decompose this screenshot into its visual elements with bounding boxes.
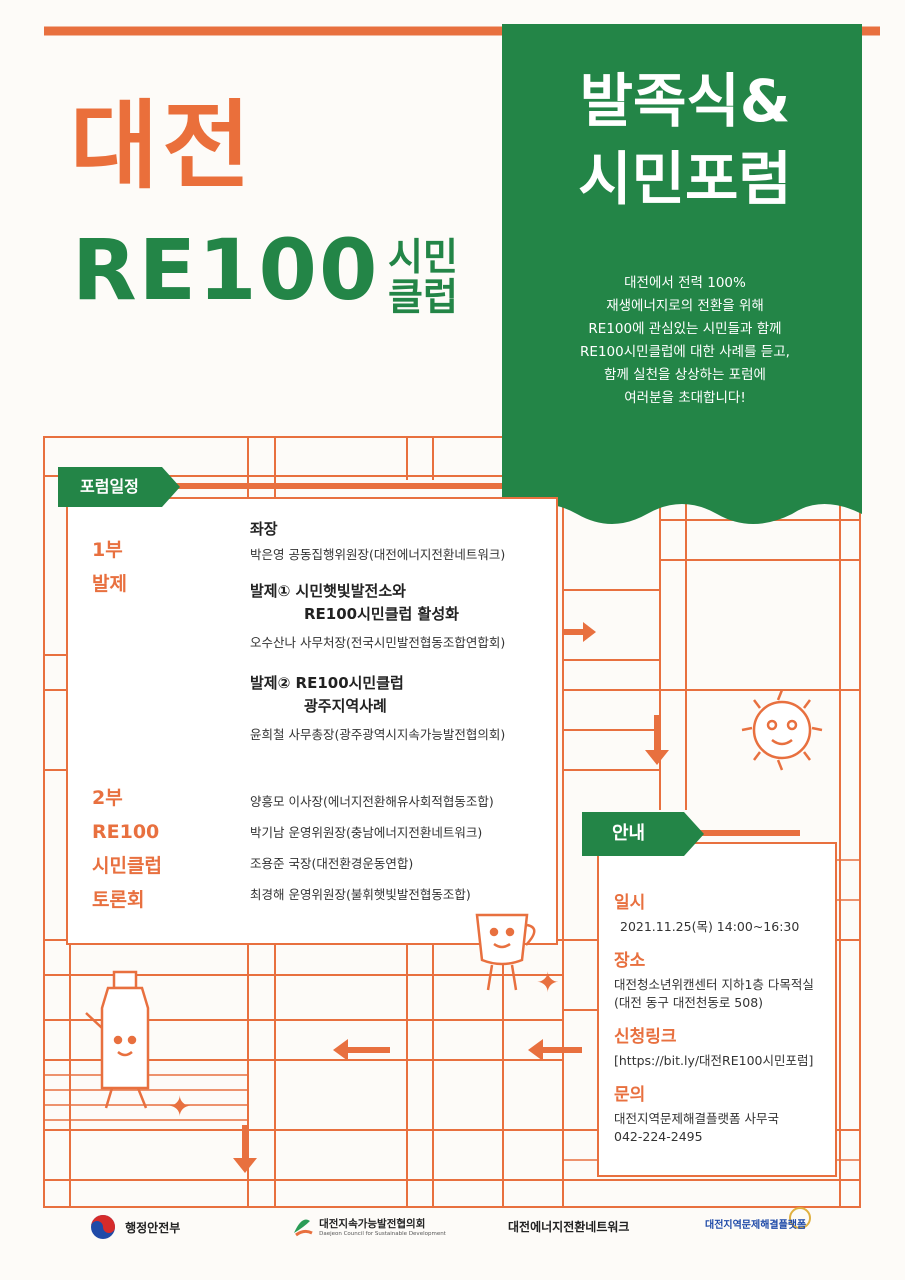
place-value-1: 대전청소년위캔센터 지하1층 다목적실 — [614, 977, 814, 992]
info-card — [597, 842, 837, 1177]
footer-logo4-text: 대전지역문제해결플랫폼 — [705, 1220, 807, 1231]
green-banner — [502, 24, 862, 524]
talk2-title-a: 발제② RE100시민클럽 — [250, 674, 404, 692]
part2-label: 2부 RE100 시민클럽 토론회 — [92, 787, 162, 911]
sparkle-icon-2: ✦ — [168, 1090, 192, 1123]
contact-value-1: 대전지역문제해결플랫폼 사무국 — [614, 1111, 779, 1126]
part1-content: 좌장 박은영 공동집행위원장(대전에너지전환네트워크) 발제① 시민햇빛발전소와… — [250, 518, 550, 744]
date-heading: 일시 — [614, 893, 646, 913]
footer-logo-mois: 행정안전부 — [90, 1214, 180, 1240]
cup-character-icon — [475, 913, 536, 991]
banner-description: 대전에서 전력 100% 재생에너지로의 전환을 위해 RE100에 관심있는 … — [580, 275, 790, 406]
panelist-4: 최경해 운영위원장(불휘햇빛발전협동조합) — [250, 887, 471, 902]
panelist-3: 조용준 국장(대전환경운동연합) — [250, 856, 414, 871]
footer-logo1-text: 행정안전부 — [125, 1220, 181, 1235]
sun-character-icon — [741, 689, 823, 771]
sparkle-icon: ✦ — [536, 966, 560, 999]
link-heading: 신청링크 — [614, 1027, 677, 1047]
council-leaf-icon — [294, 1219, 313, 1237]
footer-logo-council: 대전지속가능발전협의회 Daejeon Council for Sustaina… — [290, 1213, 446, 1239]
link-value[interactable]: [https://bit.ly/대전RE100시민포럼] — [614, 1053, 814, 1068]
part2-panelists: 양흥모 이사장(에너지전환해유사회적협동조합) 박기남 운영위원장(충남에너지전… — [250, 793, 550, 904]
schedule-card — [66, 497, 558, 945]
title-citizen-club: 시민 클럽 — [388, 235, 458, 319]
title-sub-line1: 시민 — [388, 235, 458, 279]
info-content: 일시 2021.11.25(목) 14:00~16:30 장소 대전청소년위캔센… — [614, 892, 832, 1146]
footer-logo2-sub: Daejeon Council for Sustainable Developm… — [319, 1230, 446, 1237]
panelist-1: 양흥모 이사장(에너지전환해유사회적협동조합) — [250, 794, 494, 809]
schedule-tag: 포럼일정 — [80, 477, 139, 496]
talk1-speaker: 오수산나 사무처장(전국시민발전협동조합연합회) — [250, 635, 506, 650]
platform-logo-icon — [789, 1207, 811, 1229]
title-re100: RE100 — [72, 221, 380, 319]
schedule-tag-shape — [58, 467, 180, 507]
talk2-speaker: 윤희철 사무총장(광주광역시지속가능발전협의회) — [250, 727, 506, 742]
panelist-2: 박기남 운영위원장(충남에너지전환네트워크) — [250, 825, 483, 840]
bottle-character-icon — [85, 970, 150, 1109]
talk2-title-b: 광주지역사례 — [304, 697, 387, 715]
banner-line2: 시민포럼 — [578, 145, 792, 214]
place-value-2: (대전 동구 대전천동로 508) — [614, 995, 764, 1010]
contact-heading: 문의 — [614, 1085, 646, 1105]
chair-name: 박은영 공동집행위원장(대전에너지전환네트워크) — [250, 547, 506, 562]
part1-label: 1부 발제 — [92, 539, 127, 595]
footer-logo-energy-network: 대전에너지전환네트워크 — [508, 1220, 630, 1234]
banner-line1: 발족식& — [579, 67, 791, 135]
taegeuk-icon — [91, 1215, 115, 1239]
date-value: 2021.11.25(목) 14:00~16:30 — [620, 919, 800, 934]
info-tag: 안내 — [612, 823, 646, 844]
talk1-title-a: 발제① 시민햇빛발전소와 — [250, 582, 406, 600]
chair-title: 좌장 — [250, 520, 278, 538]
talk1-title-b: RE100시민클럽 활성화 — [304, 605, 459, 623]
footer-logo2-text: 대전지속가능발전협의회 — [319, 1217, 426, 1230]
title-daejeon: 대전 — [70, 90, 255, 202]
info-tag-shape — [582, 812, 704, 856]
place-heading: 장소 — [614, 951, 646, 971]
footer-logo-platform: 대전지역문제해결플랫폼 — [705, 1206, 815, 1240]
title-sub-line2: 클럽 — [388, 274, 458, 319]
banner-heading: 발족식& 시민포럼 — [510, 62, 860, 219]
contact-value-2: 042-224-2495 — [614, 1129, 703, 1144]
